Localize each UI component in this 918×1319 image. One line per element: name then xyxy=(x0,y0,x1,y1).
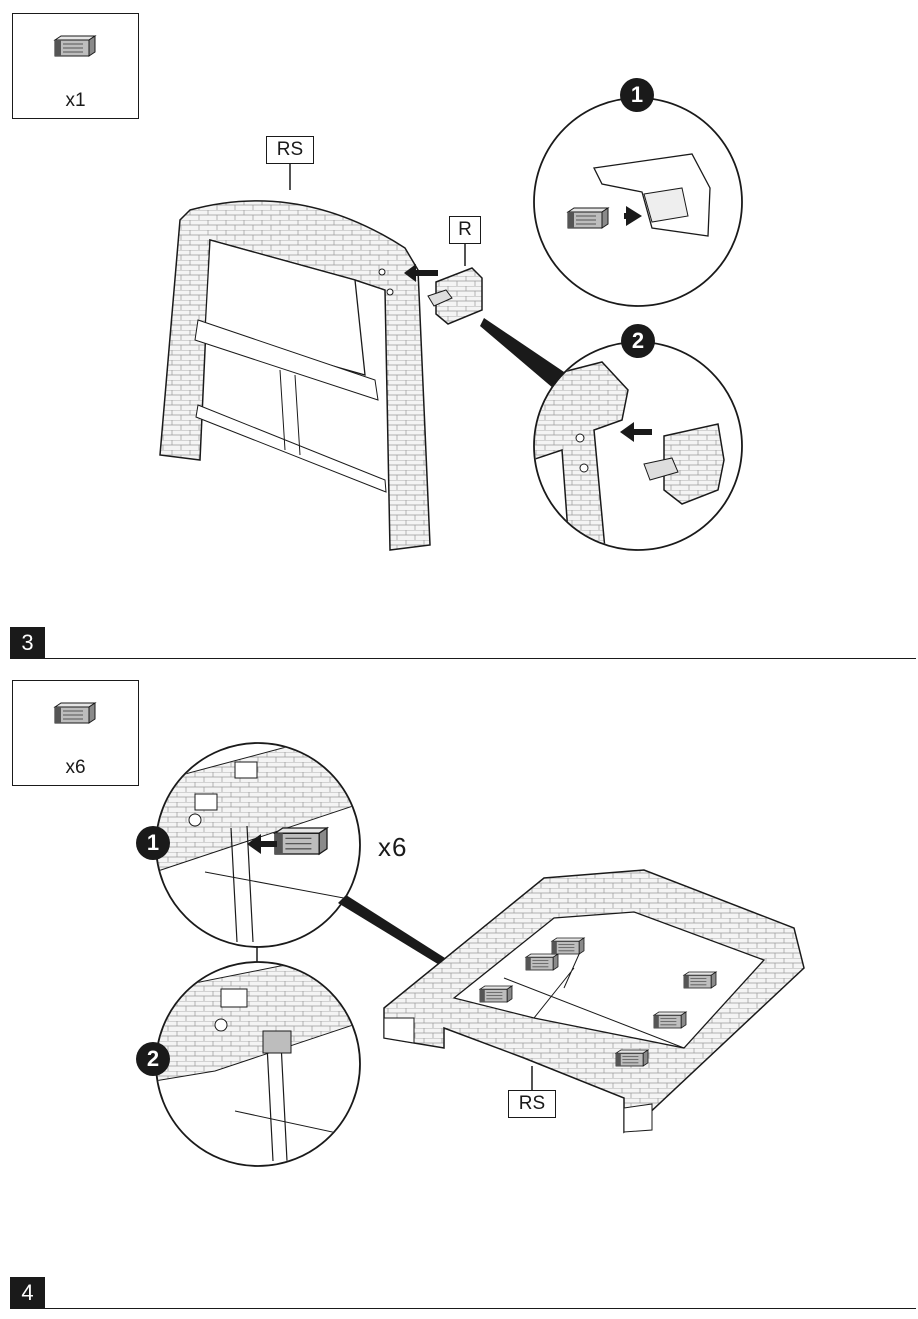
step-3-header: 3 xyxy=(10,627,916,659)
parts-box-step2: x1 xyxy=(12,13,139,119)
connector-clip-icon xyxy=(55,36,103,66)
backrest-illustration xyxy=(150,180,450,560)
seat-label: RS xyxy=(508,1090,556,1118)
part-label-leader xyxy=(464,244,466,266)
seat-frame-illustration xyxy=(384,868,814,1148)
callout-badge-3-2: 2 xyxy=(136,1042,170,1076)
repeat-quantity: x6 xyxy=(378,832,407,863)
callout-badge-2: 2 xyxy=(621,324,655,358)
detail-circle-3-1 xyxy=(155,742,361,948)
step-number: 3 xyxy=(10,627,45,659)
backrest-label: RS xyxy=(266,136,314,164)
connector-clip-icon xyxy=(55,703,103,733)
seat-label-leader xyxy=(531,1066,533,1090)
part-quantity: x6 xyxy=(13,757,138,779)
step-divider xyxy=(45,1308,916,1310)
detail-circle-1 xyxy=(532,96,744,308)
part-quantity: x1 xyxy=(13,90,138,112)
parts-box-step3: x6 xyxy=(12,680,139,786)
detail-circle-3-2 xyxy=(155,961,361,1167)
step-number: 4 xyxy=(10,1277,45,1309)
detail-circle-2 xyxy=(532,340,744,552)
end-cap-part xyxy=(426,266,486,326)
step-divider xyxy=(45,658,916,660)
callout-badge-1: 1 xyxy=(620,78,654,112)
callout-badge-3-1: 1 xyxy=(136,826,170,860)
step-4-header: 4 xyxy=(10,1277,916,1309)
part-label: R xyxy=(449,216,481,244)
